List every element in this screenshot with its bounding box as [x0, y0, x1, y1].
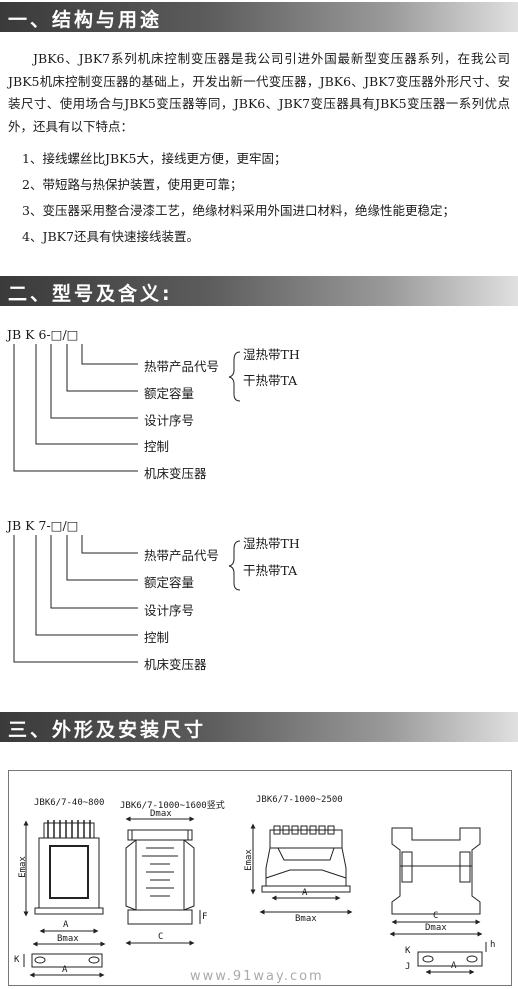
dim-bmax: Bmax: [57, 934, 79, 944]
dim-a-large: A: [302, 888, 308, 898]
label-tropical-code: 热带产品代号: [144, 548, 220, 563]
dim-h: h: [490, 940, 496, 950]
list-item: 4、JBK7还具有快速接线装置。: [22, 229, 199, 244]
section-title: 一、结构与用途: [8, 9, 163, 31]
section-header-dimensions: 三、外形及安装尺寸: [0, 712, 518, 742]
watermark: www.91way.com: [190, 969, 324, 984]
model-code-jbk7: JB K 7-□/□: [7, 518, 79, 533]
feature-list: 1、接线螺丝比JBK5大，接线更方便，更牢固； 2、带短路与热保护装置，使用更可…: [22, 146, 455, 250]
dim-k-side: K: [405, 946, 411, 956]
dim-dmax: Dmax: [150, 809, 172, 819]
label-dry-tropical: 干热带TA: [243, 373, 298, 388]
label-design-number: 设计序号: [144, 603, 195, 618]
dim-dmax-side: Dmax: [425, 923, 447, 933]
list-item: 2、带短路与热保护装置，使用更可靠；: [22, 177, 243, 192]
dim-emax-large: Emax: [243, 849, 254, 871]
dim-f: F: [202, 912, 208, 922]
dim-emax: Emax: [17, 856, 28, 878]
section-header-structure: 一、结构与用途: [0, 2, 518, 32]
label-machine-transformer: 机床变压器: [144, 657, 207, 672]
label-rated-capacity: 额定容量: [144, 575, 195, 590]
label-humid-tropical: 湿热带TH: [243, 536, 300, 551]
dim-a-side: A: [451, 961, 457, 971]
drawing-title-small: JBK6/7-40~800: [34, 798, 105, 808]
model-code-jbk6: JB K 6-□/□: [7, 327, 79, 342]
section-header-model: 二、型号及含义:: [0, 276, 518, 306]
dim-bmax-large: Bmax: [295, 914, 317, 924]
dim-j: J: [405, 962, 411, 972]
list-item: 1、接线螺丝比JBK5大，接线更方便，更牢固；: [22, 151, 287, 166]
label-humid-tropical: 湿热带TH: [243, 347, 300, 362]
label-dry-tropical: 干热带TA: [243, 563, 298, 578]
dim-c-side: C: [433, 911, 439, 921]
label-rated-capacity: 额定容量: [144, 386, 195, 401]
dimension-drawing-frame: [8, 770, 512, 986]
dim-a-base: A: [62, 965, 68, 975]
drawing-title-large: JBK6/7-1000~2500: [256, 795, 343, 805]
label-machine-transformer: 机床变压器: [144, 466, 207, 481]
dim-c: C: [158, 932, 164, 942]
label-control: 控制: [144, 630, 170, 645]
drawing-title-vertical: JBK6/7-1000~1600竖式: [120, 801, 225, 811]
intro-paragraph: JBK6、JBK7系列机床控制变压器是我公司引进外国最新型变压器系列，在我公司J…: [8, 51, 510, 134]
label-control: 控制: [144, 439, 170, 454]
label-tropical-code: 热带产品代号: [144, 359, 220, 374]
dim-k: K: [14, 955, 20, 965]
label-design-number: 设计序号: [144, 413, 195, 428]
section-title: 二、型号及含义:: [8, 283, 173, 305]
list-item: 3、变压器采用整合浸漆工艺，绝缘材料采用外国进口材料，绝缘性能更稳定；: [22, 203, 455, 218]
section-title: 三、外形及安装尺寸: [8, 719, 207, 741]
dim-a: A: [63, 920, 69, 930]
